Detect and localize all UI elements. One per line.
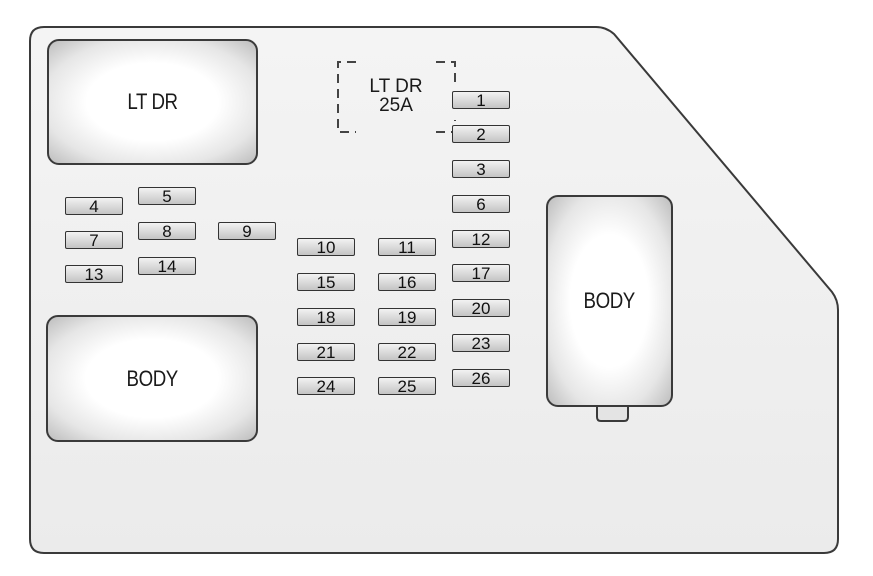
fuse-26: 26 <box>452 369 510 387</box>
fuse-4: 4 <box>65 197 123 215</box>
fuse-15: 15 <box>297 273 355 291</box>
fuse-24: 24 <box>297 377 355 395</box>
fuse-20: 20 <box>452 299 510 317</box>
fuse-3: 3 <box>452 160 510 178</box>
fuse-13: 13 <box>65 265 123 283</box>
relay-body-left: BODY <box>46 315 258 442</box>
fuse-25: 25 <box>378 377 436 395</box>
spare-slot-label: LT DR 25A <box>356 77 436 115</box>
fuse-11: 11 <box>378 238 436 256</box>
fuse-21: 21 <box>297 343 355 361</box>
relay-body-right: BODY <box>546 195 673 407</box>
fuse-7: 7 <box>65 231 123 249</box>
fuse-8: 8 <box>138 222 196 240</box>
relay-body-left-label: BODY <box>126 365 178 391</box>
fuse-18: 18 <box>297 308 355 326</box>
fuse-22: 22 <box>378 343 436 361</box>
relay-lt-dr: LT DR <box>47 39 258 165</box>
fuse-12: 12 <box>452 230 510 248</box>
relay-body-right-label: BODY <box>583 288 636 313</box>
fuse-23: 23 <box>452 334 510 352</box>
fuse-9: 9 <box>218 222 276 240</box>
fuse-16: 16 <box>378 273 436 291</box>
fuse-2: 2 <box>452 125 510 143</box>
relay-lt-dr-label: LT DR <box>127 89 178 114</box>
fuse-17: 17 <box>452 264 510 282</box>
fuse-5: 5 <box>138 187 196 205</box>
spare-slot-line2: 25A <box>379 95 413 116</box>
fuse-1: 1 <box>452 91 510 109</box>
spare-slot-line1: LT DR <box>369 76 423 97</box>
fuse-14: 14 <box>138 257 196 275</box>
fuse-6: 6 <box>452 195 510 213</box>
fuse-19: 19 <box>378 308 436 326</box>
fuse-10: 10 <box>297 238 355 256</box>
